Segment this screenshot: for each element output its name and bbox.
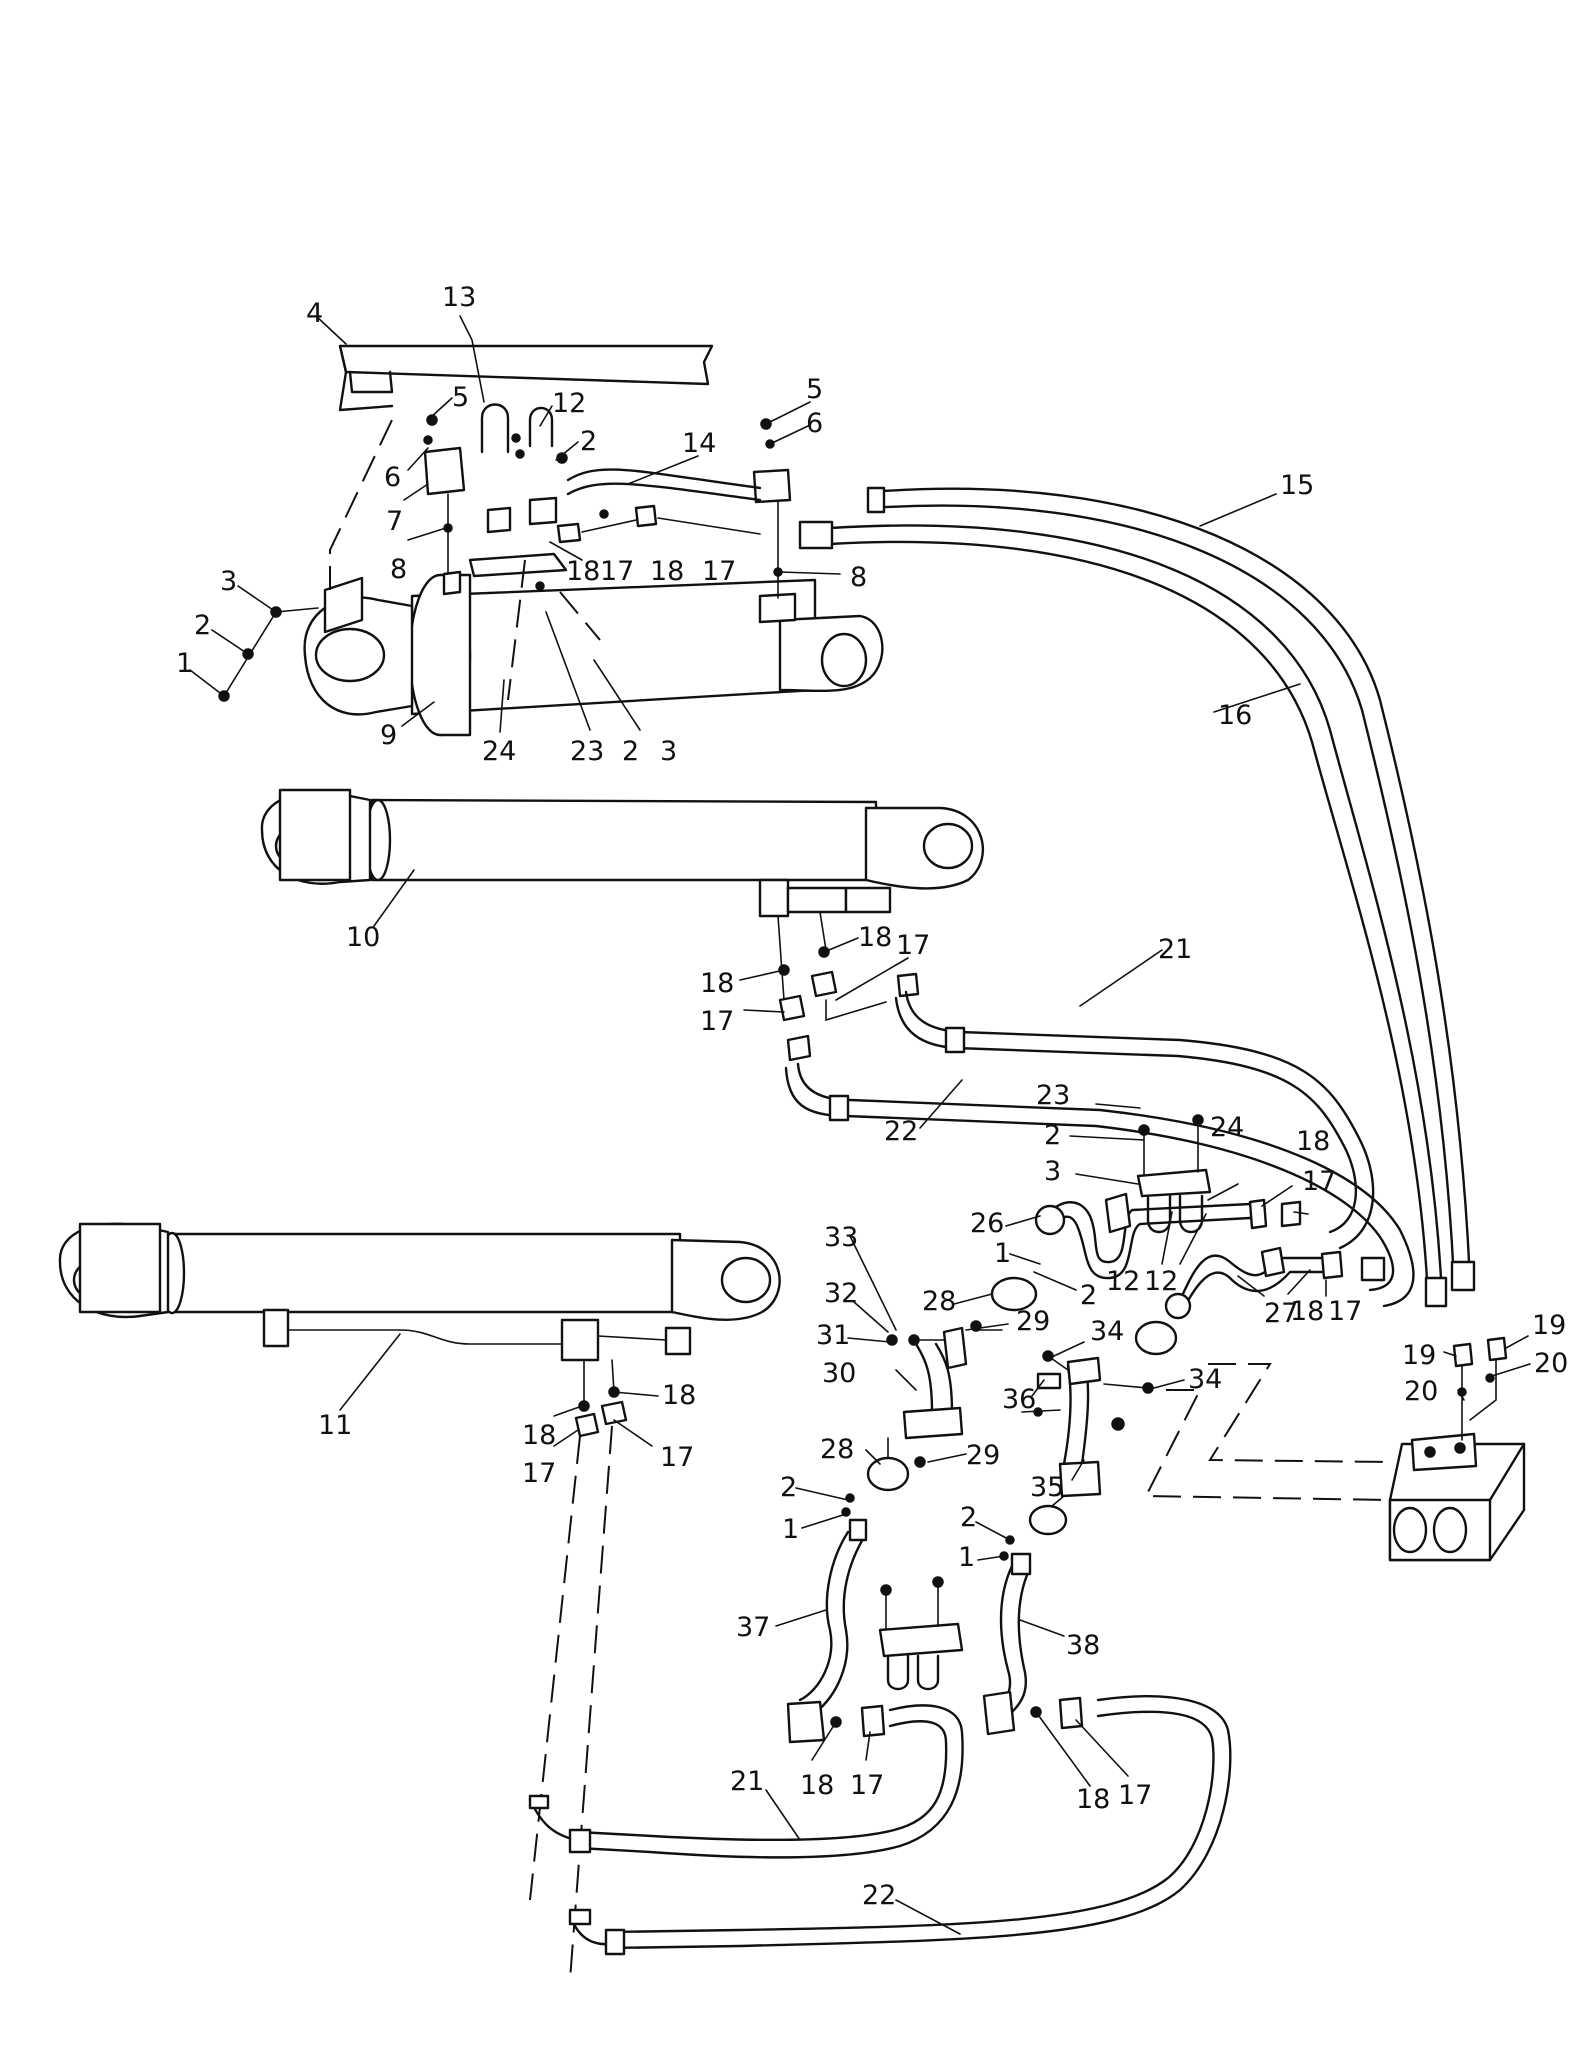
- label-c3-11: 11: [318, 1410, 352, 1441]
- top-cylinder-assembly: [218, 344, 884, 737]
- label-m-28a: 28: [922, 1286, 956, 1317]
- label-m-1a: 1: [994, 1238, 1011, 1269]
- label-c3-18a: 18: [662, 1380, 696, 1411]
- label-c1-18a: 18: [566, 556, 600, 587]
- label-c1-4: 4: [306, 298, 323, 329]
- label-m-1c: 1: [958, 1542, 975, 1573]
- part-number-labels: 4 13 5 12 2 6 7 8 3 2 1 9 24 23 2 3 14 1…: [176, 282, 1568, 1911]
- label-b-21: 21: [730, 1766, 764, 1797]
- label-m-27: 27: [1264, 1298, 1298, 1329]
- label-c3-17b: 17: [660, 1442, 694, 1473]
- label-c1-13: 13: [442, 282, 476, 313]
- label-c1-6a: 6: [384, 462, 401, 493]
- label-m-18a: 18: [1296, 1126, 1330, 1157]
- label-c1-9: 9: [380, 720, 397, 751]
- label-b-22: 22: [862, 1880, 896, 1911]
- label-v-20a: 20: [1404, 1376, 1438, 1407]
- valve-block: [1144, 1336, 1526, 1562]
- label-c1-14: 14: [682, 428, 716, 459]
- label-m-17b: 17: [1328, 1296, 1362, 1327]
- long-hoses-15-16: [798, 486, 1476, 1308]
- label-h-15: 15: [1280, 470, 1314, 501]
- label-b-18a: 18: [800, 1770, 834, 1801]
- label-m-23: 23: [1036, 1080, 1070, 1111]
- label-m-37: 37: [736, 1612, 770, 1643]
- middle-pipe-assembly: [528, 1114, 1386, 1956]
- label-m-33: 33: [824, 1222, 858, 1253]
- label-m-2a: 2: [1044, 1120, 1061, 1151]
- label-m-38: 38: [1066, 1630, 1100, 1661]
- label-c1-18b: 18: [650, 556, 684, 587]
- label-c1-23: 23: [570, 736, 604, 767]
- label-c1-3a: 3: [220, 566, 237, 597]
- label-c2-18b: 18: [858, 922, 892, 953]
- label-m-24: 24: [1210, 1112, 1244, 1143]
- label-c1-8b: 8: [850, 562, 867, 593]
- label-m-12b: 12: [1144, 1266, 1178, 1297]
- label-c2-10: 10: [346, 922, 380, 953]
- label-c1-1: 1: [176, 648, 193, 679]
- label-v-19a: 19: [1402, 1340, 1436, 1371]
- label-m-30: 30: [822, 1358, 856, 1389]
- label-m-29b: 29: [966, 1440, 1000, 1471]
- leader-lines: [189, 315, 1531, 1935]
- label-m-31: 31: [816, 1320, 850, 1351]
- label-v-19b: 19: [1532, 1310, 1566, 1341]
- label-c2-17a: 17: [700, 1006, 734, 1037]
- label-c2-18a: 18: [700, 968, 734, 999]
- label-c2-17b: 17: [896, 930, 930, 961]
- label-m-3: 3: [1044, 1156, 1061, 1187]
- label-m-12a: 12: [1106, 1266, 1140, 1297]
- label-v-20b: 20: [1534, 1348, 1568, 1379]
- label-c2-22: 22: [884, 1116, 918, 1147]
- label-c1-24: 24: [482, 736, 516, 767]
- label-m-2d: 2: [960, 1502, 977, 1533]
- label-m-1b: 1: [782, 1514, 799, 1545]
- label-h-16: 16: [1218, 700, 1252, 731]
- label-m-29a: 29: [1016, 1306, 1050, 1337]
- label-m-32: 32: [824, 1278, 858, 1309]
- label-c1-17a: 17: [600, 556, 634, 587]
- label-m-2b: 2: [1080, 1280, 1097, 1311]
- label-b-18b: 18: [1076, 1784, 1110, 1815]
- label-m-26: 26: [970, 1208, 1004, 1239]
- label-b-17b: 17: [1118, 1780, 1152, 1811]
- label-c1-12: 12: [552, 388, 586, 419]
- label-m-34b: 34: [1188, 1364, 1222, 1395]
- label-m-28b: 28: [820, 1434, 854, 1465]
- label-c1-5a: 5: [452, 382, 469, 413]
- label-m-34a: 34: [1090, 1316, 1124, 1347]
- label-c1-6b: 6: [806, 408, 823, 439]
- label-c1-5b: 5: [806, 374, 823, 405]
- middle-cylinder-assembly: [260, 788, 1415, 1308]
- label-m-18b: 18: [1290, 1296, 1324, 1327]
- label-m-2c: 2: [780, 1472, 797, 1503]
- label-c3-17a: 17: [522, 1458, 556, 1489]
- label-c2-21: 21: [1158, 934, 1192, 965]
- label-c3-18b: 18: [522, 1420, 556, 1451]
- label-c1-2b: 2: [194, 610, 211, 641]
- label-c1-2c: 2: [622, 736, 639, 767]
- label-c1-17b: 17: [702, 556, 736, 587]
- label-c1-2a: 2: [580, 426, 597, 457]
- label-c1-8a: 8: [390, 554, 407, 585]
- label-m-36: 36: [1002, 1384, 1036, 1415]
- label-c1-7: 7: [386, 506, 403, 537]
- label-c1-3b: 3: [660, 736, 677, 767]
- label-m-35: 35: [1030, 1472, 1064, 1503]
- label-b-17a: 17: [850, 1770, 884, 1801]
- bottom-cylinder-assembly: [58, 1222, 781, 1981]
- label-m-17a: 17: [1302, 1166, 1336, 1197]
